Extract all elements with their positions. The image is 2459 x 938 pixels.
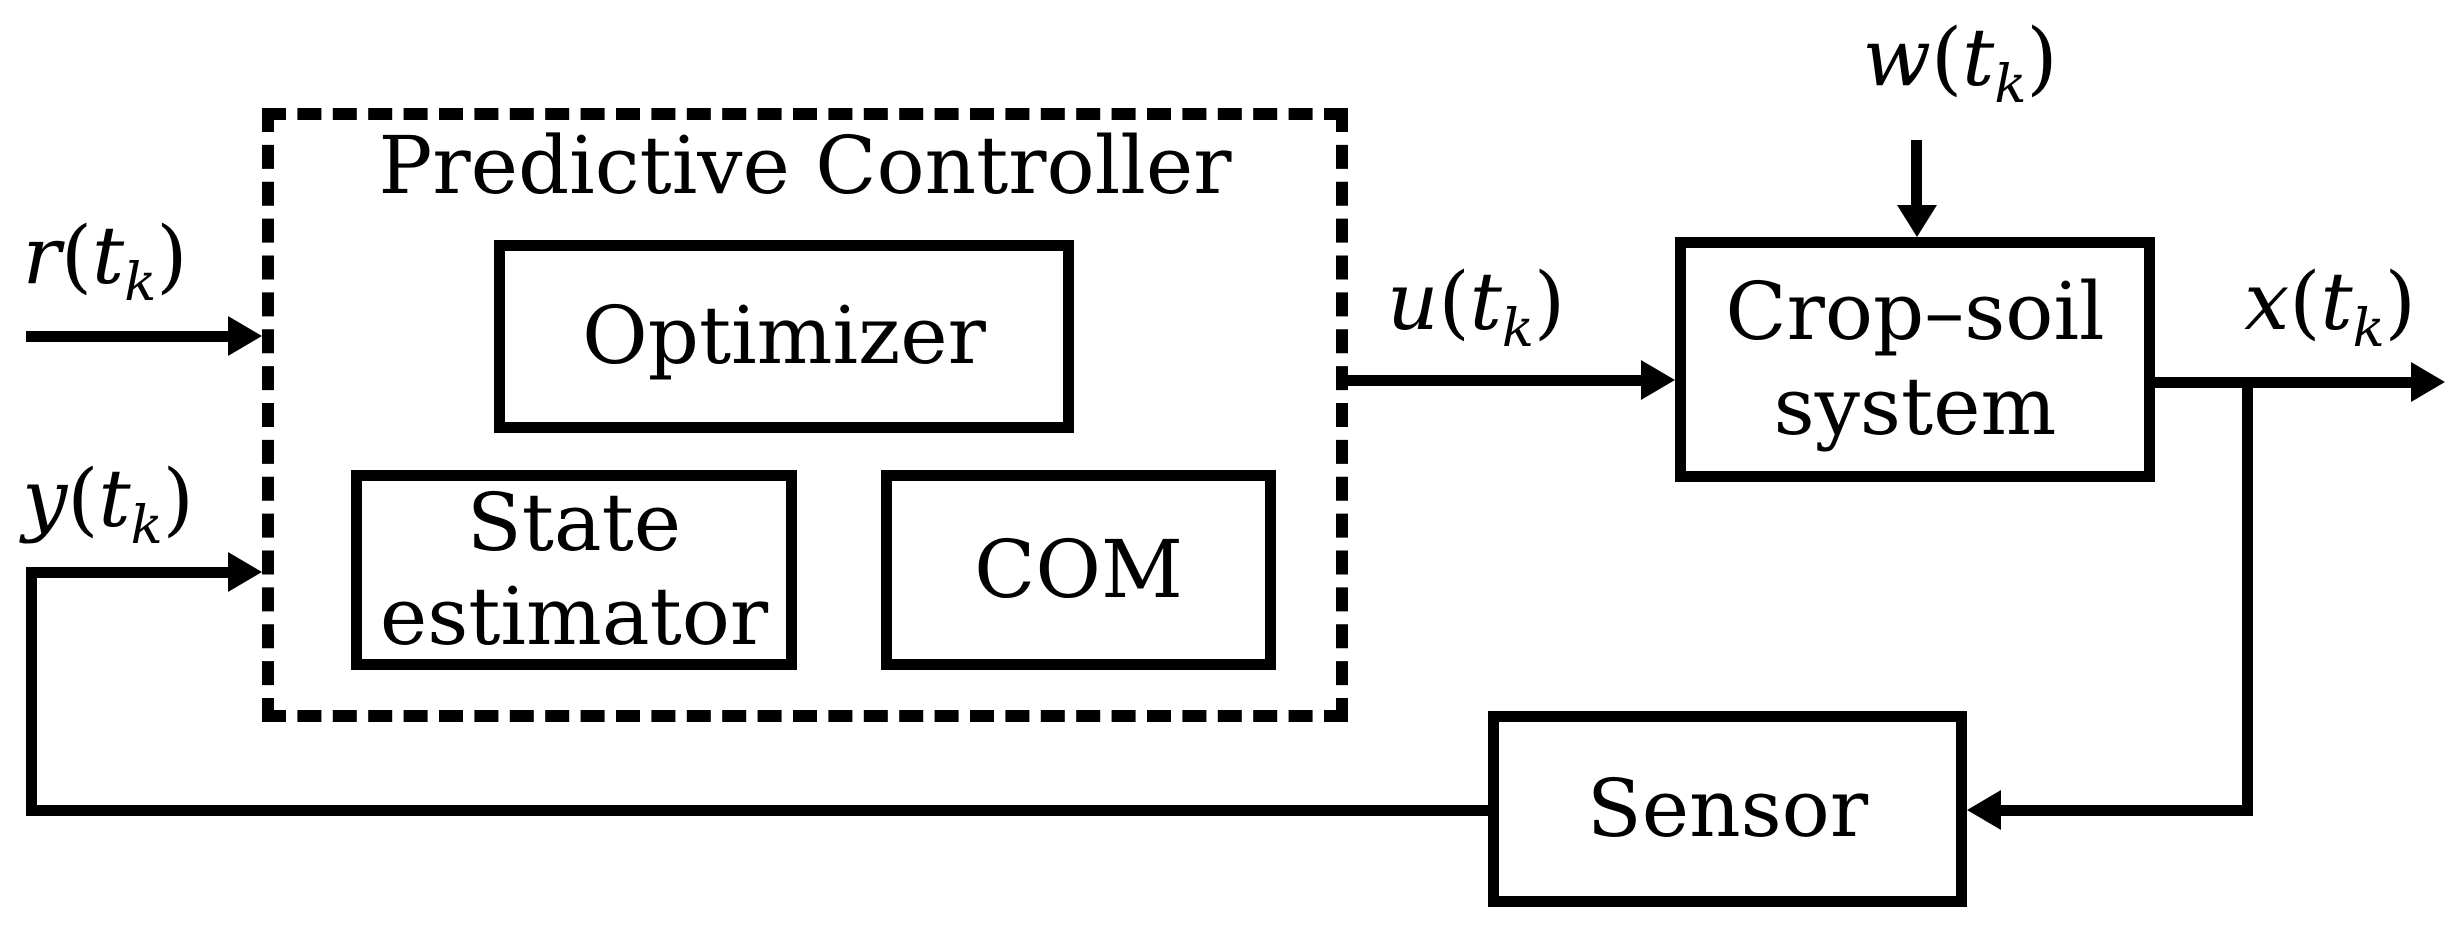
u-signal-line [1348,375,1641,386]
feedback-left-line [26,567,37,816]
state-estimator-label-line2: estimator [379,570,769,663]
crop-soil-label-line1: Crop–soil [1725,265,2105,359]
r-close: ) [156,209,188,302]
r-arrowhead-icon [228,316,262,356]
x-open: ( [2289,255,2321,348]
w-open: ( [1930,11,1963,104]
r-signal-line [26,331,230,342]
x-arrowhead-icon [2411,362,2445,402]
predictive-controller-title: Predictive Controller [378,119,1232,212]
u-open: ( [1438,255,1470,348]
y-var: y [22,452,68,545]
signal-label-r: r(tk) [5,209,205,309]
state-estimator-block: State estimator [351,470,797,670]
signal-label-u: u(tk) [1376,255,1576,355]
w-var: w [1862,11,1931,104]
w-arrowhead-icon [1897,205,1937,237]
feedback-bottom-line [26,805,1488,816]
sensor-block: Sensor [1488,711,1967,907]
y-sub: k [130,495,163,556]
x-sub: k [2352,298,2385,359]
w-signal-line [1911,140,1922,210]
u-arrowhead-icon [1641,360,1675,400]
x-var: x [2244,255,2290,348]
sensor-label: Sensor [1586,761,1869,855]
x-close: ) [2384,255,2416,348]
crop-soil-label-line2: system [1773,359,2057,453]
x-signal-line [2155,377,2411,388]
sensor-input-line [2001,805,2247,816]
y-arrowhead-icon [228,552,262,592]
com-block: COM [881,470,1276,670]
x-arg: t [2320,255,2353,348]
optimizer-block: Optimizer [494,240,1074,433]
signal-label-y: y(tk) [8,452,208,552]
r-arg: t [92,209,125,302]
r-sub: k [124,252,157,313]
u-close: ) [1533,255,1566,348]
r-var: r [22,209,61,302]
y-open: ( [67,452,99,545]
u-sub: k [1501,298,1534,359]
w-close: ) [2026,11,2058,104]
u-var: u [1386,255,1439,348]
optimizer-label: Optimizer [582,289,986,383]
y-signal-line [26,567,230,578]
x-branch-line [2242,377,2253,816]
signal-label-x: x(tk) [2230,255,2430,355]
y-close: ) [162,452,194,545]
predictive-controller-boundary [262,108,1348,722]
state-estimator-label-line1: State [466,475,682,569]
com-label: COM [974,522,1183,616]
y-arg: t [98,452,131,545]
w-arg: t [1962,11,1995,104]
signal-label-w: w(tk) [1860,11,2060,111]
sensor-input-arrowhead-icon [1967,790,2001,830]
crop-soil-system-block: Crop–soil system [1675,237,2155,482]
w-sub: k [1994,54,2027,115]
u-arg: t [1469,255,1502,348]
r-open: ( [60,209,93,302]
